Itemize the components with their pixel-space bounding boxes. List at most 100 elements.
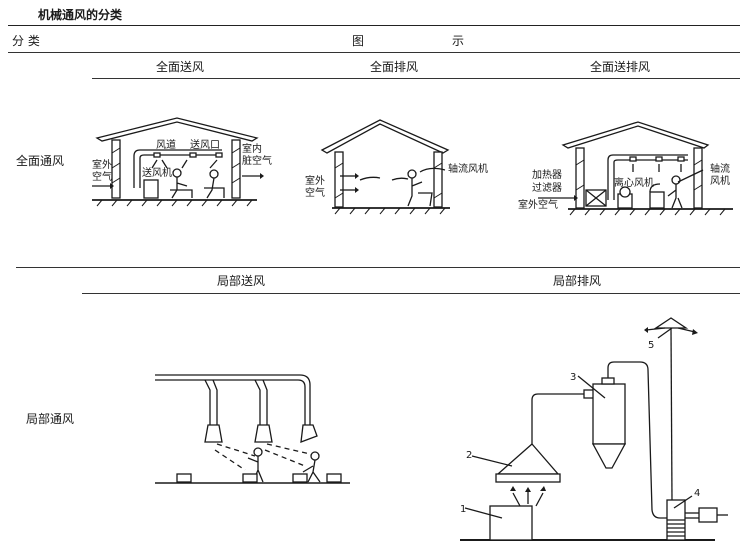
- drawing-stroke: [95, 117, 259, 142]
- drawing-stroke: [110, 183, 114, 189]
- drawing-stroke: [394, 207, 401, 215]
- drawing-stroke: [153, 152, 161, 158]
- drawing-stroke: [292, 473, 308, 483]
- label-outdoor-air-1: 室外: [305, 174, 325, 187]
- drawing-stroke: [645, 327, 666, 331]
- drawing-stroke: [677, 327, 696, 333]
- drawing-stroke: [433, 192, 443, 199]
- drawing-stroke: [419, 167, 446, 173]
- drawing-stroke: [186, 199, 193, 207]
- drawing-stroke: [310, 451, 320, 461]
- label-centrifugal-fan: 离心风机: [614, 176, 654, 189]
- drawing-stroke: [364, 207, 371, 215]
- drawing-stroke: [692, 329, 698, 335]
- drawing-stroke: [302, 459, 321, 483]
- drawing-stroke: [204, 177, 225, 199]
- drawing-stroke: [111, 177, 121, 184]
- drawing-stroke: [231, 139, 241, 199]
- drawing-stroke: [334, 192, 344, 199]
- drawing-stroke: [189, 152, 197, 158]
- drawing-stroke: [719, 208, 726, 216]
- drawing-stroke: [156, 199, 163, 207]
- drawing-stroke: [204, 379, 218, 425]
- drawing-stroke: [391, 177, 409, 181]
- drawing-stroke: [601, 377, 615, 385]
- drawing-stroke: [510, 486, 516, 491]
- label-supply-fan: 送风机: [142, 166, 172, 179]
- drawing-stroke: [607, 361, 668, 519]
- drawing-stroke: [433, 151, 443, 208]
- subheading-rule-1: [92, 78, 740, 79]
- drawing-stroke: [334, 162, 344, 169]
- drawing-stroke: [698, 507, 718, 523]
- callout-2: 2: [466, 450, 472, 461]
- drawing-stroke: [614, 208, 621, 216]
- drawing-stroke: [96, 199, 253, 207]
- dust-collector-3: [592, 383, 626, 445]
- callout-5: 5: [648, 340, 654, 351]
- label-axial-fan-2: 风机: [710, 174, 730, 187]
- drawing-stroke: [535, 492, 544, 507]
- callout-1: 1: [460, 504, 466, 515]
- drawing-stroke: [575, 184, 585, 191]
- drawing-stroke: [143, 179, 159, 199]
- drawing-stroke: [677, 169, 704, 183]
- label-axial-fan-1: 轴流: [710, 162, 730, 175]
- label-axial-fan: 轴流风机: [448, 162, 488, 175]
- drawing-stroke: [607, 154, 688, 200]
- drawing-stroke: [176, 473, 192, 483]
- diagram-local-supply: [155, 374, 350, 484]
- drawing-stroke: [172, 168, 182, 178]
- hood-2: [495, 473, 561, 483]
- label-heater: 加热器: [532, 168, 562, 181]
- drawing-stroke: [629, 156, 637, 162]
- label-dirty-air-1: 室内: [242, 142, 262, 155]
- drawing-stroke: [704, 208, 711, 216]
- drawing-stroke: [359, 176, 381, 181]
- drawing-stroke: [181, 159, 188, 169]
- label-outlet: 送风口: [190, 138, 220, 151]
- drawing-stroke: [254, 379, 268, 425]
- diagram-general-supply-exhaust: 加热器 过滤器 室外空气 离心风机 轴流 风机: [518, 121, 733, 216]
- drawing-stroke: [334, 207, 341, 215]
- subheading-local-supply: 局部送风: [217, 274, 266, 288]
- drawing-stroke: [424, 207, 431, 215]
- drawing-stroke: [349, 207, 356, 215]
- drawing-stroke: [126, 199, 133, 207]
- drawing-stroke: [111, 199, 118, 207]
- drawing-stroke: [260, 173, 264, 179]
- drawing-stroke: [216, 443, 256, 457]
- drawing-stroke: [216, 199, 223, 207]
- label-filter: 过滤器: [532, 181, 562, 194]
- drawing-stroke: [619, 186, 631, 198]
- header-illustration-2: 示: [452, 34, 465, 48]
- drawing-stroke: [584, 208, 591, 216]
- drawing-stroke: [671, 175, 681, 185]
- label-duct: 风道: [156, 138, 176, 151]
- label-outdoor-air-1: 室外: [92, 158, 112, 171]
- callout-3: 3: [570, 372, 576, 383]
- table-title: 机械通风的分类: [38, 8, 123, 22]
- drawing-stroke: [171, 199, 178, 207]
- drawing-stroke: [254, 424, 273, 443]
- drawing-stroke: [161, 159, 168, 169]
- drawing-stroke: [133, 149, 222, 188]
- drawing-stroke: [111, 162, 121, 169]
- drawing-stroke: [215, 152, 223, 158]
- drawing-stroke: [253, 447, 263, 457]
- drawing-stroke: [644, 208, 651, 216]
- drawing-stroke: [320, 119, 450, 154]
- subheading-general-supply: 全面送风: [156, 60, 205, 74]
- drawing-stroke: [575, 147, 585, 209]
- top-rule: [8, 25, 740, 26]
- callout-4: 4: [694, 488, 700, 499]
- drawing-stroke: [525, 487, 531, 492]
- label-outdoor-air-2: 空气: [92, 170, 112, 183]
- drawing-stroke: [561, 121, 710, 149]
- drawing-stroke: [264, 449, 306, 467]
- drawing-stroke: [569, 208, 726, 216]
- drawing-stroke: [531, 393, 584, 444]
- drawing-stroke: [201, 199, 208, 207]
- drawing-stroke: [649, 191, 665, 209]
- drawing-stroke: [464, 507, 503, 519]
